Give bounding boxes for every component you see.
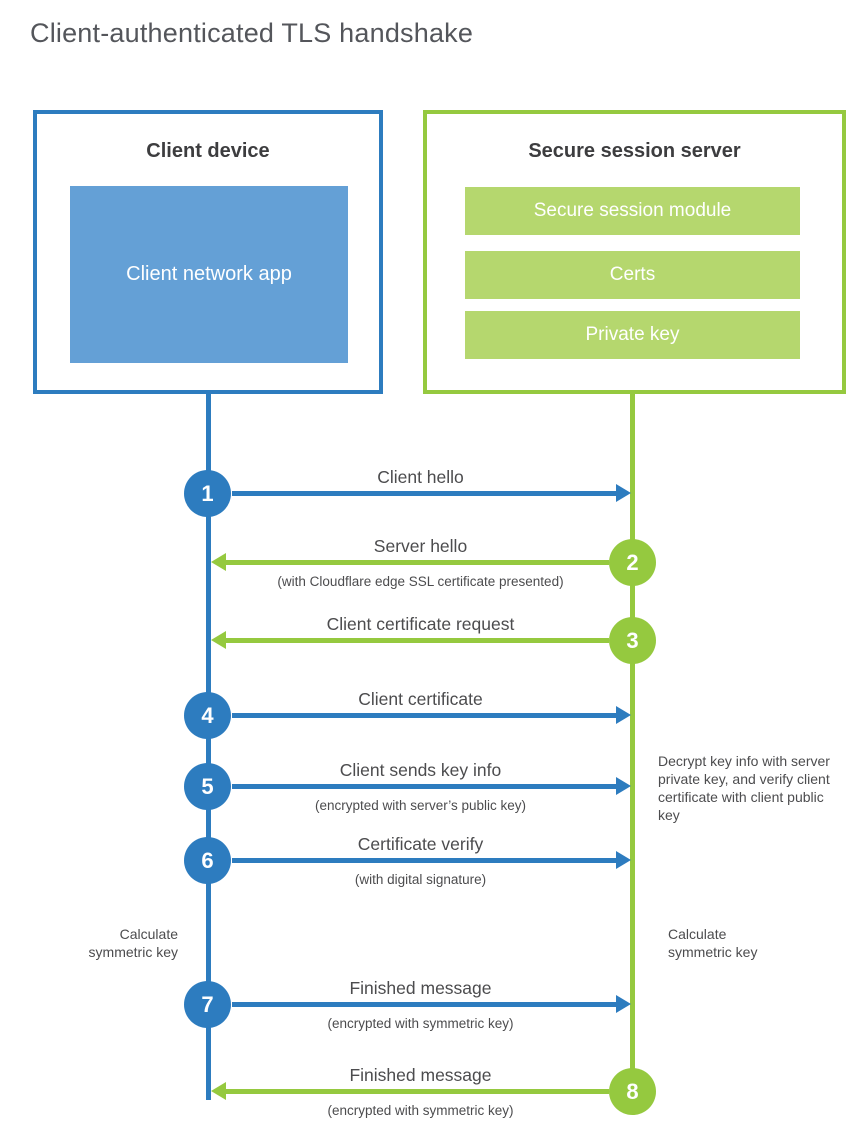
- label-client-hello: Client hello: [377, 467, 464, 487]
- note-calculate-symmetric-key-server: Calculate symmetric key: [668, 926, 758, 960]
- client-timeline: [206, 393, 211, 1100]
- sublabel-client-key-info: (encrypted with server’s public key): [314, 798, 527, 813]
- step-marker-3: 3: [609, 617, 656, 664]
- label-finished-message-server: Finished message: [349, 1065, 492, 1085]
- step-marker-4: 4: [184, 692, 231, 739]
- step-marker-2: 2: [609, 539, 656, 586]
- server-module-private-key: Private key: [465, 311, 800, 359]
- server-module-secure-session: Secure session module: [465, 187, 800, 235]
- sublabel-server-hello: (with Cloudflare edge SSL certificate pr…: [277, 574, 564, 589]
- label-client-certificate-request: Client certificate request: [326, 614, 515, 634]
- arrow-finished-message-server: [211, 1082, 609, 1100]
- label-server-hello: Server hello: [373, 536, 468, 556]
- label-client-key-info: Client sends key info: [339, 760, 502, 780]
- secure-session-server-box: Secure session server Secure session mod…: [423, 110, 846, 394]
- sublabel-finished-message-server: (encrypted with symmetric key): [327, 1103, 514, 1118]
- arrow-client-certificate-request: [211, 631, 609, 649]
- step-marker-6: 6: [184, 837, 231, 884]
- label-client-certificate: Client certificate: [358, 689, 483, 709]
- client-network-app-box: Client network app: [70, 186, 348, 363]
- page-title: Client-authenticated TLS handshake: [30, 18, 474, 48]
- client-network-app-label: Client network app: [126, 263, 292, 285]
- secure-session-server-title: Secure session server: [528, 140, 741, 162]
- label-finished-message-client: Finished message: [349, 978, 492, 998]
- server-timeline: [630, 393, 635, 1092]
- arrow-client-certificate: [232, 706, 631, 724]
- note-calculate-symmetric-key-client: Calculate symmetric key: [88, 926, 178, 960]
- step-marker-7: 7: [184, 981, 231, 1028]
- note-decrypt-key-info: Decrypt key info with server private key…: [658, 753, 830, 823]
- label-certificate-verify: Certificate verify: [357, 834, 484, 854]
- step-marker-1: 1: [184, 470, 231, 517]
- step-marker-8: 8: [609, 1068, 656, 1115]
- step-marker-5: 5: [184, 763, 231, 810]
- client-device-box: Client device Client network app: [33, 110, 383, 394]
- arrow-certificate-verify: [232, 851, 631, 869]
- client-device-title: Client device: [146, 140, 270, 162]
- arrow-server-hello: [211, 553, 609, 571]
- arrow-client-hello: [232, 484, 631, 502]
- arrow-finished-message-client: [232, 995, 631, 1013]
- arrow-client-key-info: [232, 777, 631, 795]
- sublabel-certificate-verify: (with digital signature): [354, 872, 487, 887]
- sublabel-finished-message-client: (encrypted with symmetric key): [327, 1016, 514, 1031]
- server-module-certs: Certs: [465, 251, 800, 299]
